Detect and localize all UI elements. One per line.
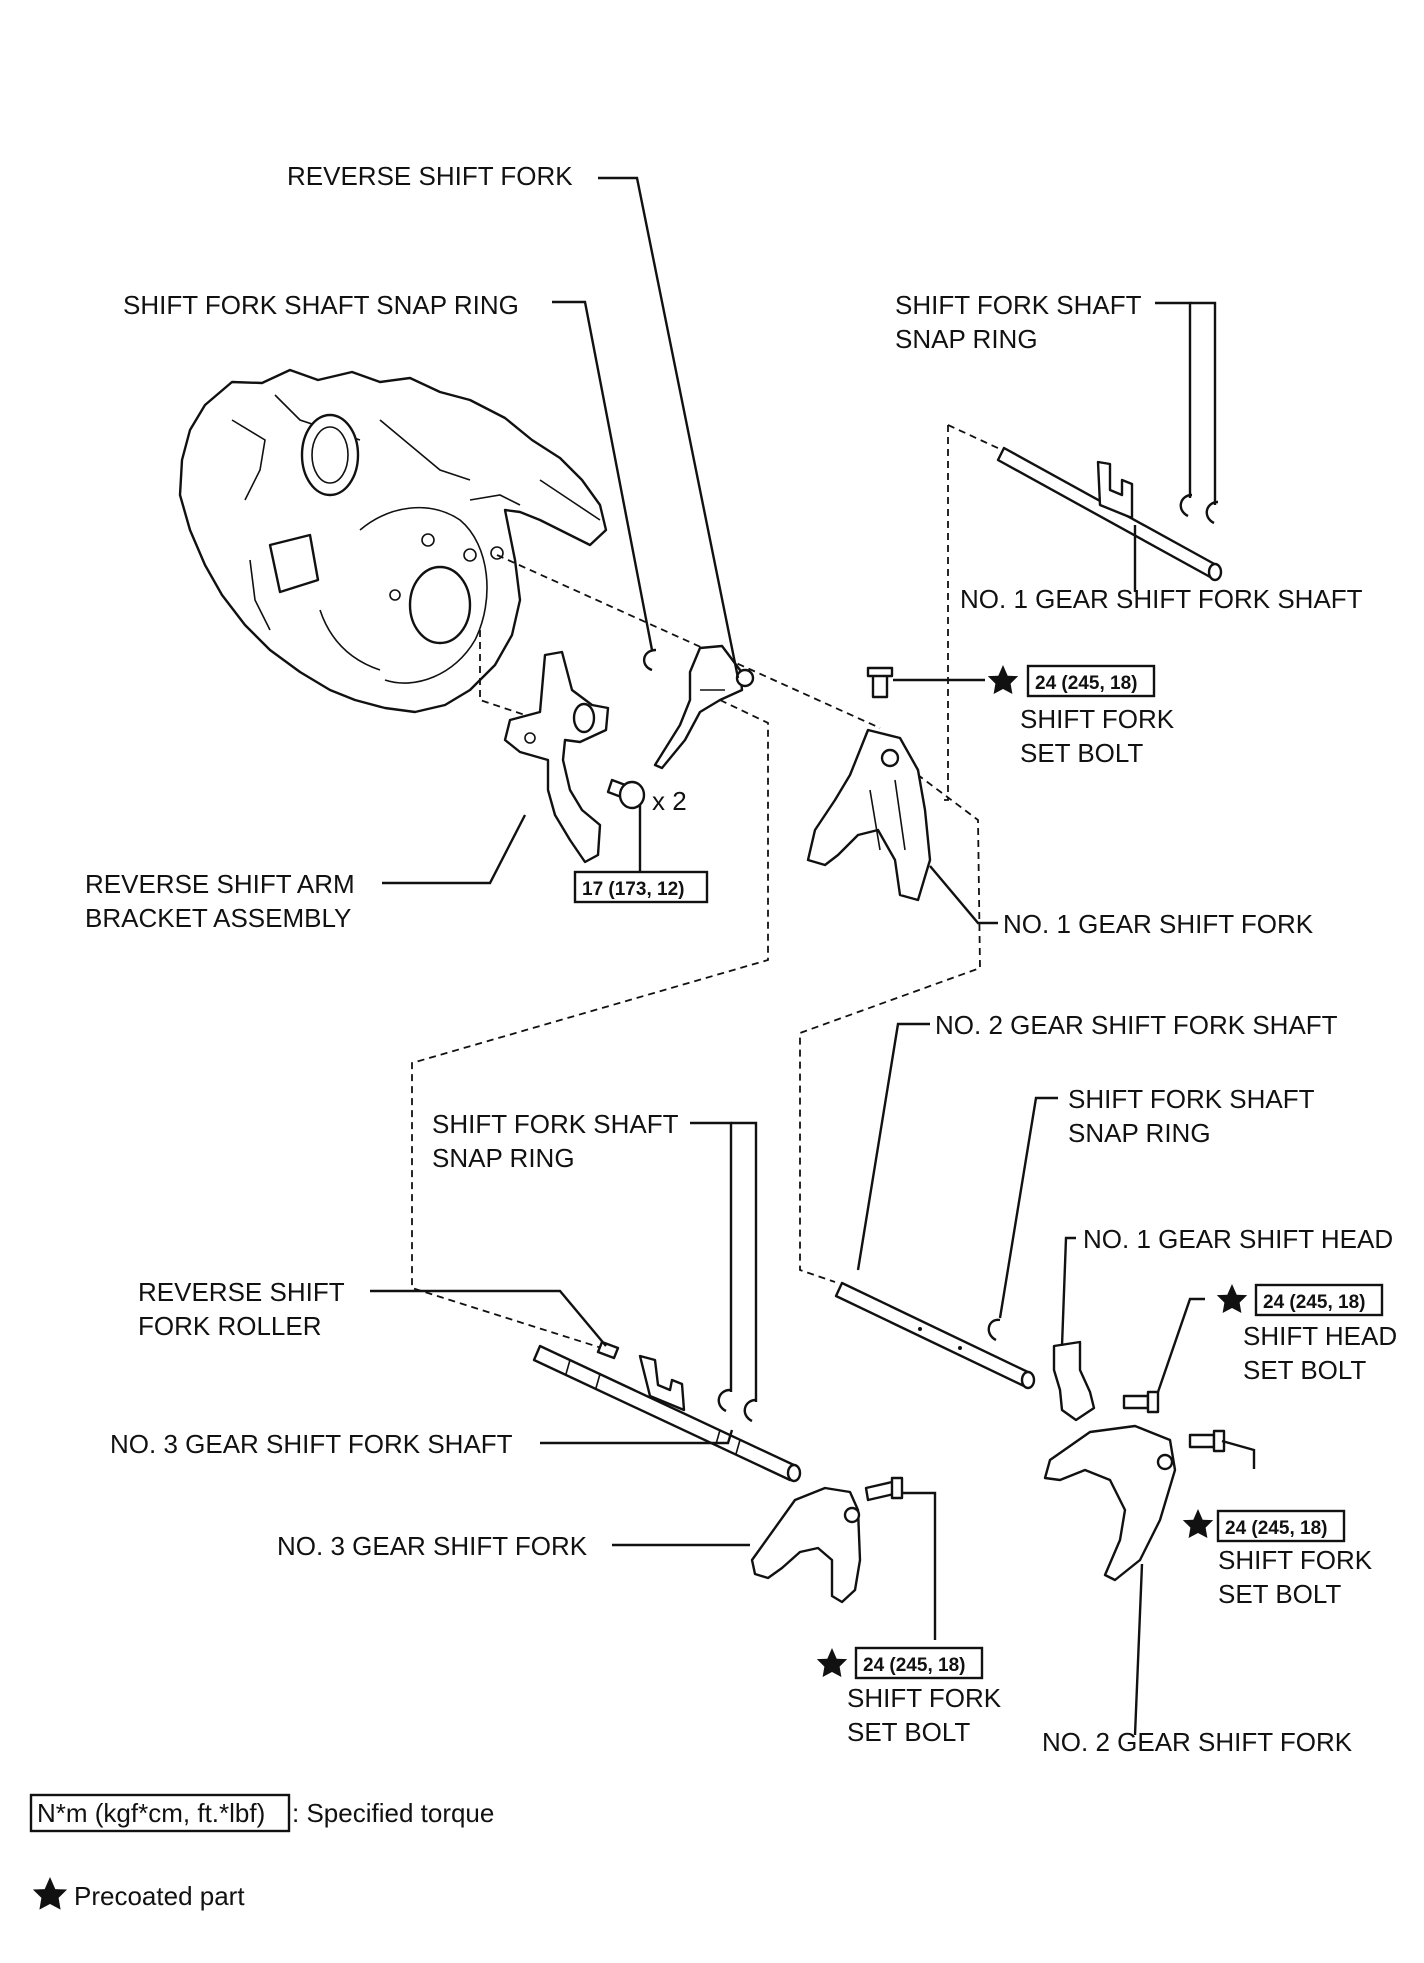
label-set-bolt-b-line1: SHIFT FORK (847, 1683, 1002, 1713)
label-snap-ring-top-right-line2: SNAP RING (895, 324, 1038, 354)
leader-lines (370, 176, 1256, 1736)
reverse-shift-arm-bracket (503, 650, 610, 864)
label-snap-ring-mid-right-line2: SNAP RING (1068, 1118, 1211, 1148)
legend-precoated-desc: Precoated part (74, 1881, 245, 1911)
star-icon (987, 665, 1019, 694)
head-bolt (1122, 1390, 1160, 1414)
fork-roller (596, 1340, 620, 1360)
torque-box-fork-bolt-no2 (1216, 1509, 1346, 1543)
snap-ring-top-right (1179, 493, 1219, 525)
label-snap-ring-mid-left-line1: SHIFT FORK SHAFT (432, 1109, 679, 1139)
label-roller-line1: REVERSE SHIFT (138, 1277, 345, 1307)
no2-gear-shift-fork-part (1043, 1424, 1177, 1582)
star-icon (32, 1877, 68, 1910)
no1-gear-shift-fork-shaft (996, 446, 1223, 582)
label-snap-ring-top-right-line1: SHIFT FORK SHAFT (895, 290, 1142, 320)
torque-fork-bolt-no1: 24 (245, 18) (1035, 673, 1137, 694)
label-set-bolt-c-line1: SHIFT FORK (1218, 1545, 1373, 1575)
no3-gear-shift-fork-shaft (532, 1344, 802, 1483)
label-roller-line2: FORK ROLLER (138, 1311, 322, 1341)
torque-callouts: 24 (245, 18) 17 (173, 12) 24 (245, 18) 2… (573, 664, 1384, 1680)
label-head-bolt-line1: SHIFT HEAD (1243, 1321, 1397, 1351)
torque-reverse-bracket: 17 (173, 12) (582, 879, 684, 900)
label-reverse-shift-fork: REVERSE SHIFT FORK (287, 161, 573, 191)
label-set-bolt-a-line2: SET BOLT (1020, 738, 1143, 768)
label-set-bolt-a-line1: SHIFT FORK (1020, 704, 1175, 734)
bracket-bolt (606, 778, 646, 810)
label-no1-head: NO. 1 GEAR SHIFT HEAD (1083, 1224, 1393, 1254)
torque-box-head-bolt (1254, 1283, 1384, 1317)
torque-box-fork-bolt-no3 (854, 1646, 984, 1680)
set-bolt-c (1188, 1429, 1226, 1453)
label-no2-fork: NO. 2 GEAR SHIFT FORK (1042, 1727, 1353, 1757)
label-set-bolt-b-line2: SET BOLT (847, 1717, 970, 1747)
label-x2: x 2 (652, 786, 687, 816)
star-icon (1182, 1509, 1214, 1538)
torque-box-reverse-bracket (573, 870, 709, 904)
legend-torque-desc: : Specified torque (292, 1798, 494, 1828)
legend-torque-unit: N*m (kgf*cm, ft.*lbf) (37, 1798, 265, 1828)
label-reverse-arm-line1: REVERSE SHIFT ARM (85, 869, 355, 899)
torque-box-fork-bolt-no1 (1026, 664, 1156, 698)
no2-gear-shift-fork-shaft (834, 1281, 1036, 1390)
transaxle-case (178, 368, 608, 714)
torque-fork-bolt-no3: 24 (245, 18) (863, 1655, 965, 1676)
legend: N*m (kgf*cm, ft.*lbf) : Specified torque… (29, 1793, 494, 1911)
label-snap-ring-mid-right-line1: SHIFT FORK SHAFT (1068, 1084, 1315, 1114)
callout-labels: REVERSE SHIFT FORK SHIFT FORK SHAFT SNAP… (85, 161, 1397, 1757)
no3-gear-shift-fork-part (750, 1486, 862, 1604)
set-bolt-a (866, 666, 894, 699)
star-icon (816, 1648, 848, 1677)
label-no2-shaft: NO. 2 GEAR SHIFT FORK SHAFT (935, 1010, 1338, 1040)
label-set-bolt-c-line2: SET BOLT (1218, 1579, 1341, 1609)
label-snap-ring-mid-left-line2: SNAP RING (432, 1143, 575, 1173)
label-head-bolt-line2: SET BOLT (1243, 1355, 1366, 1385)
no1-gear-shift-fork-part (806, 728, 932, 902)
label-no3-fork: NO. 3 GEAR SHIFT FORK (277, 1531, 588, 1561)
label-no3-shaft: NO. 3 GEAR SHIFT FORK SHAFT (110, 1429, 513, 1459)
label-no1-shaft: NO. 1 GEAR SHIFT FORK SHAFT (960, 584, 1363, 614)
assembly-guide-lines (411, 424, 1003, 1351)
snap-ring-mid-left (717, 1388, 757, 1423)
label-reverse-arm-line2: BRACKET ASSEMBLY (85, 903, 351, 933)
label-snap-ring-top-left: SHIFT FORK SHAFT SNAP RING (123, 290, 519, 320)
star-icon (1216, 1284, 1248, 1313)
torque-head-bolt: 24 (245, 18) (1263, 1292, 1365, 1313)
no1-gear-shift-head-part (1052, 1340, 1096, 1422)
label-no1-fork: NO. 1 GEAR SHIFT FORK (1003, 909, 1314, 939)
snap-ring-top-left (643, 648, 657, 672)
snap-ring-mid-right (987, 1318, 1001, 1342)
reverse-shift-fork-part (653, 644, 755, 770)
set-bolt-b (864, 1476, 904, 1502)
torque-fork-bolt-no2: 24 (245, 18) (1225, 1518, 1327, 1539)
legend-torque-box (29, 1793, 291, 1833)
